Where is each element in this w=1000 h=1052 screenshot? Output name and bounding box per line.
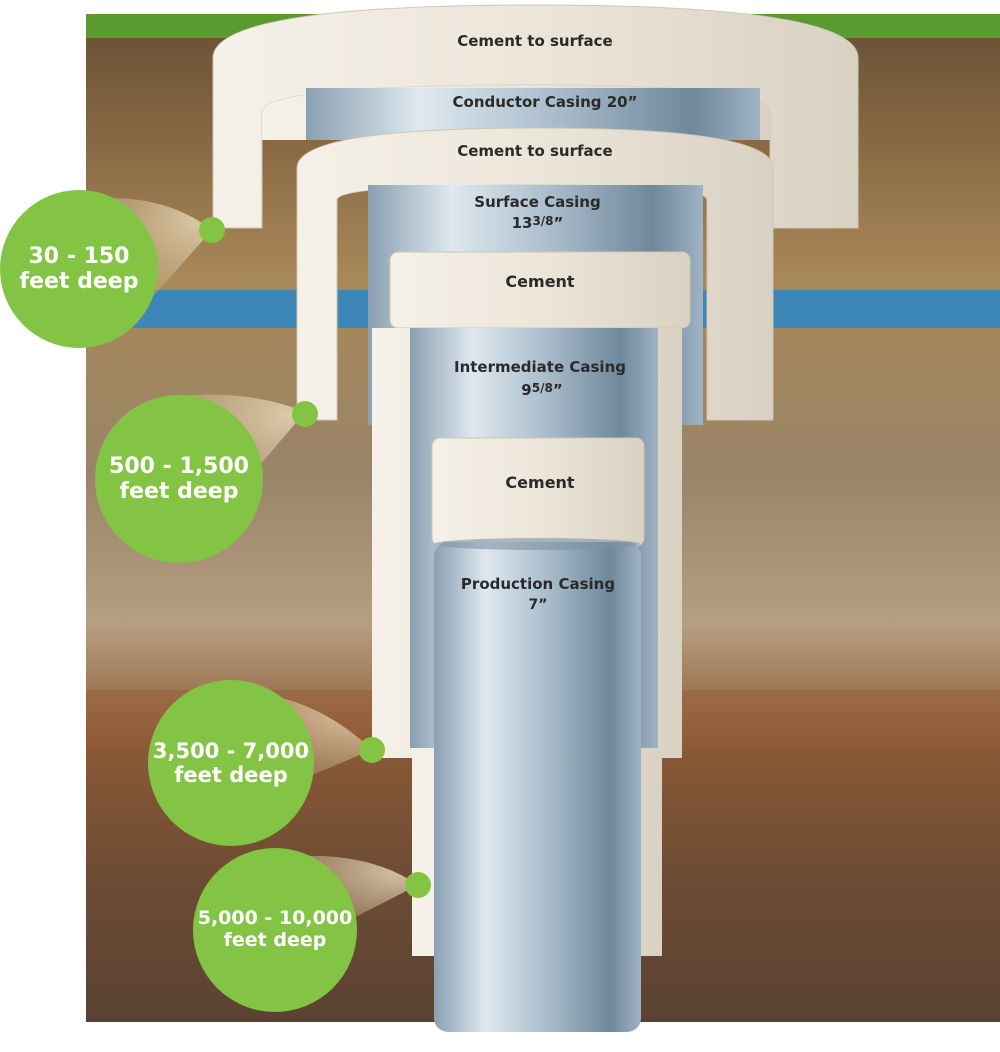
depth-range: 3,500 - 7,000	[152, 738, 310, 763]
label-cement-third: Cement	[505, 272, 575, 291]
label-cement-fourth: Cement	[505, 473, 575, 492]
label-intermediate-casing-size: 95/8”	[521, 381, 563, 399]
label-surface-casing: Surface Casing	[474, 193, 601, 211]
depth-range: 5,000 - 10,000	[197, 907, 353, 930]
depth-marker-1	[199, 217, 225, 243]
label-cement-to-surface-second: Cement to surface	[457, 142, 613, 160]
intermediate-casing-fraction: 5/8	[531, 381, 553, 395]
depth-bubble-2: 500 - 1,500 feet deep	[95, 395, 263, 563]
cement-fourth	[431, 437, 645, 547]
depth-range: 30 - 150	[28, 243, 130, 269]
label-production-casing-size: 7”	[528, 597, 548, 613]
intermediate-casing-size: 9	[521, 381, 532, 399]
label-conductor-casing: Conductor Casing 20”	[452, 93, 638, 111]
label-production-casing: Production Casing	[460, 575, 616, 593]
depth-marker-2	[292, 401, 318, 427]
depth-unit: feet deep	[223, 929, 327, 951]
label-cement-to-surface-top: Cement to surface	[457, 32, 613, 50]
depth-bubble-1: 30 - 150 feet deep	[0, 190, 158, 348]
label-intermediate-casing: Intermediate Casing	[454, 358, 626, 376]
depth-marker-4	[405, 872, 431, 898]
depth-bubble-4: 5,000 - 10,000 feet deep	[193, 848, 357, 1012]
depth-unit: feet deep	[119, 479, 239, 504]
production-casing	[434, 542, 641, 1032]
depth-bubble-3: 3,500 - 7,000 feet deep	[148, 680, 314, 846]
depth-marker-3	[359, 737, 385, 763]
label-surface-casing-size: 133/8”	[511, 214, 564, 232]
production-casing-top	[434, 538, 640, 550]
surface-casing-fraction: 3/8	[532, 214, 554, 228]
depth-range: 500 - 1,500	[109, 453, 249, 479]
surface-casing-size: 13	[511, 214, 533, 232]
depth-unit: feet deep	[174, 763, 288, 787]
depth-unit: feet deep	[19, 269, 139, 294]
